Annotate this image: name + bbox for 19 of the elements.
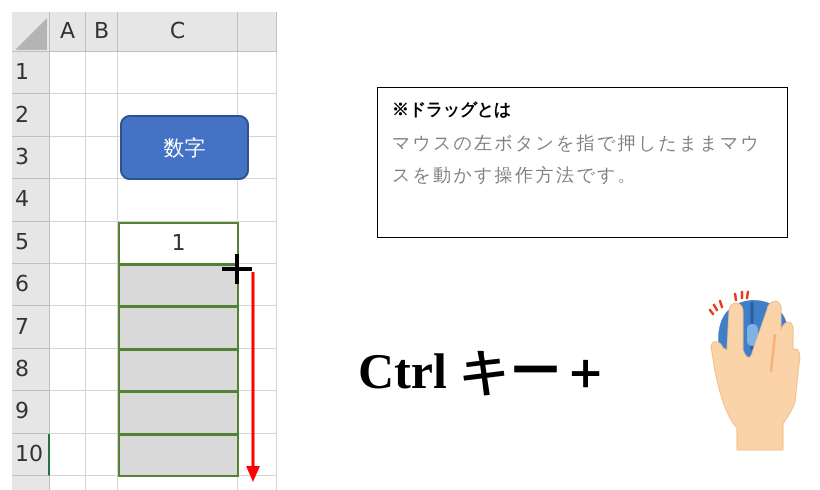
note-heading: ※ドラッグとは bbox=[392, 99, 512, 121]
row-header: 1 bbox=[12, 52, 50, 94]
row-header: 8 bbox=[12, 348, 50, 392]
column-header: B bbox=[86, 12, 118, 52]
selected-cell: 1 bbox=[118, 222, 239, 265]
row-header: 4 bbox=[12, 179, 50, 222]
column-header: C bbox=[118, 12, 238, 52]
row-header: 7 bbox=[12, 306, 50, 349]
shortcut-text: Ctrl キー＋ bbox=[358, 342, 610, 401]
row-header: 6 bbox=[12, 264, 50, 306]
row-header: 2 bbox=[12, 94, 50, 137]
column-header: A bbox=[50, 12, 86, 52]
row-header: 5 bbox=[12, 222, 50, 264]
shape-button: 数字 bbox=[120, 115, 249, 180]
note-text: マウスの左ボタンを指で押したままマウスを動かす操作方法です。 bbox=[392, 132, 762, 187]
row-header: 3 bbox=[12, 136, 50, 180]
row-header: 10 bbox=[12, 434, 50, 476]
row-header: 9 bbox=[12, 391, 50, 434]
note-box bbox=[377, 87, 788, 238]
